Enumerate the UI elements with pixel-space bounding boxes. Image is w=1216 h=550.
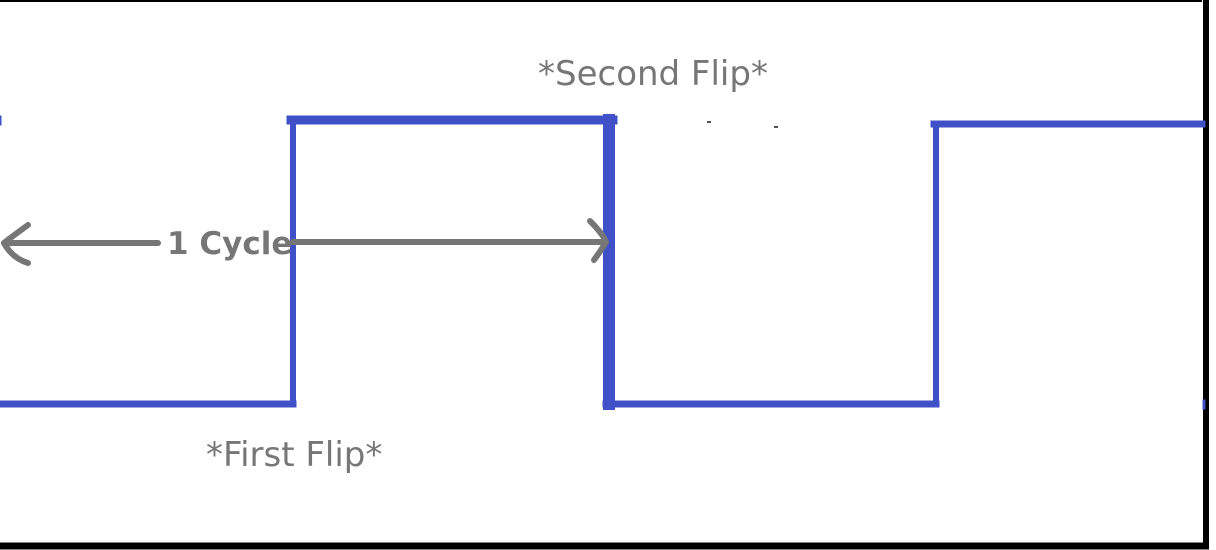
cycle-arrow-head-left-icon [1, 222, 31, 266]
first-flip-label: *First Flip* [206, 435, 382, 475]
cycle-arrow [1, 218, 609, 266]
stray-marks [707, 121, 778, 128]
stray-mark [774, 126, 778, 128]
cycle-arrow-head-right-icon [587, 218, 609, 263]
second-flip-label: *Second Flip* [538, 54, 768, 94]
square-wave [0, 114, 1206, 410]
stray-mark [707, 121, 711, 123]
cycle-label: 1 Cycle [167, 226, 292, 262]
